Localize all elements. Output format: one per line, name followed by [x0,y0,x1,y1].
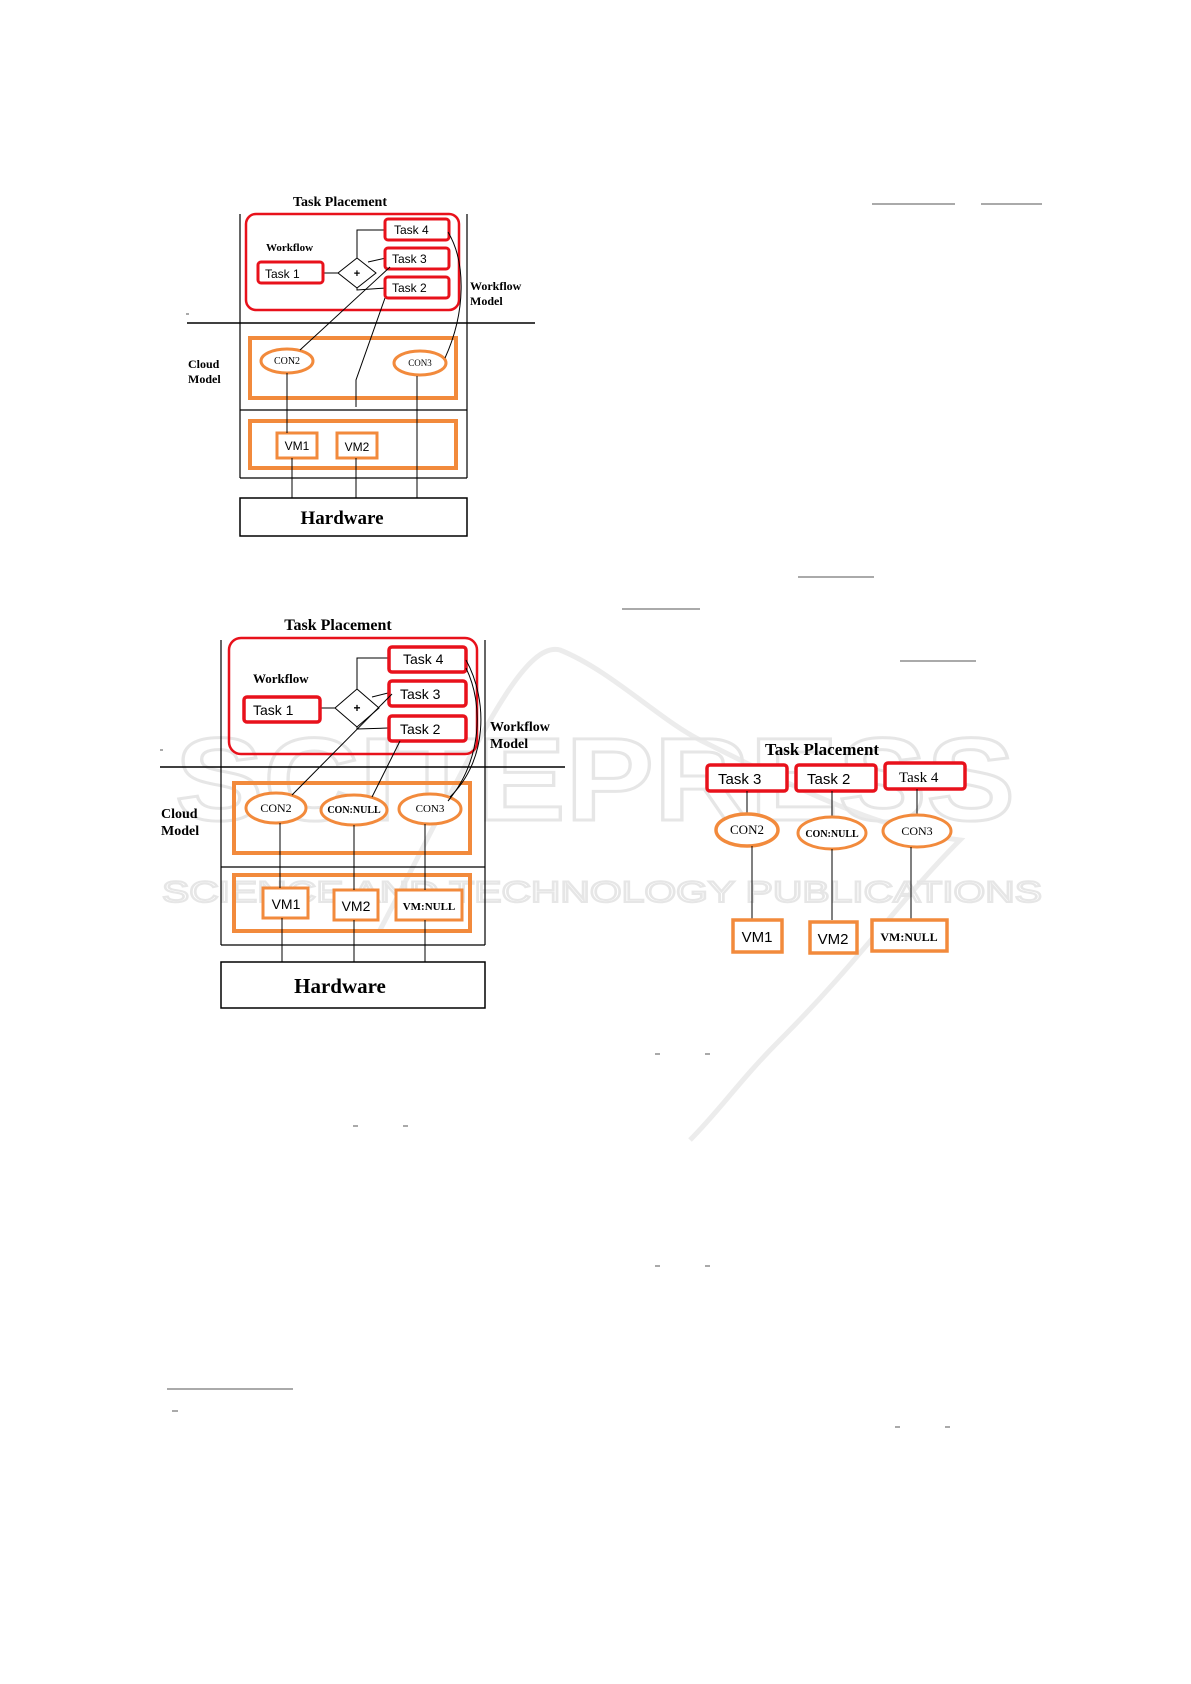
underline-marks [160,203,1042,1428]
task-4-label: Task 4 [403,651,444,667]
task-4-box [387,645,468,674]
task-1-box [242,695,322,724]
con3-ellipse [881,813,953,849]
task-3-label: Task 3 [400,686,441,702]
con2-label: CON2 [730,822,764,837]
task-1-label: Task 1 [265,267,300,281]
vm1-label: VM1 [272,896,301,912]
figure-3: Task Placement Task 3 Task 2 Task 4 CON2… [705,740,967,955]
task-4-box [383,217,451,242]
vm1-box [261,886,310,920]
hardware-label: Hardware [294,974,386,998]
task-3-label: Task 3 [718,771,761,788]
vm-null-box [870,918,949,953]
con3-ellipse [397,792,463,826]
hardware-box [239,497,468,537]
task-2-box [387,714,468,743]
vm1-label: VM1 [285,439,310,453]
parallel-gateway [337,257,377,289]
container-layer [248,336,458,400]
task-4-label: Task 4 [899,770,939,786]
con2-ellipse [714,812,780,848]
hardware-box [220,961,486,1009]
workflow-model-label: Workflow Model [490,720,553,752]
task-2-box [794,763,878,793]
vm2-box [808,920,859,955]
task-2-label: Task 2 [392,281,427,295]
vm2-label: VM2 [818,931,849,948]
figure-1: Task Placement Workflow + Task 1 Task 4 … [187,195,535,537]
con3-label: CON3 [408,358,432,368]
gateway-symbol: + [353,701,360,715]
vm2-label: VM2 [345,440,370,454]
task-1-label: Task 1 [253,702,294,718]
task-1-box [256,260,325,285]
figure-2: Task Placement Workflow + Task 1 Task 4 … [160,617,565,1009]
con3-label: CON3 [416,803,445,815]
figure-3-title: Task Placement [765,740,879,759]
parallel-gateway [334,688,380,728]
vm-null-label: VM:NULL [880,930,937,944]
figure-1-title: Task Placement [293,195,387,210]
cloud-model-label: Cloud Model [161,807,201,839]
vm-layer [232,873,472,933]
task-4-label: Task 4 [394,223,429,237]
vm-null-box [394,888,464,922]
vm1-box [275,431,319,460]
con2-label: CON2 [260,801,291,815]
vm1-box [731,918,784,954]
task-2-label: Task 2 [807,771,850,788]
workflow-container [227,636,479,756]
workflow-label: Workflow [253,671,309,686]
vm1-label: VM1 [742,929,773,946]
con2-ellipse [244,791,308,825]
vm2-box [335,431,379,460]
workflow-label: Workflow [266,242,313,254]
vm-layer [248,419,458,470]
cloud-model-label: Cloud Model [188,357,222,386]
con-null-label: CON:NULL [327,805,381,816]
workflow-model-label: Workflow Model [470,279,524,308]
figure-2-title: Task Placement [284,617,392,634]
task-3-box [387,679,468,708]
task-3-label: Task 3 [392,252,427,266]
task-2-box [383,275,451,300]
con-null-label: CON:NULL [805,829,859,840]
container-layer [232,781,472,855]
con3-ellipse [392,349,448,377]
task-2-label: Task 2 [400,721,441,737]
vm2-box [332,888,380,922]
vm-null-label: VM:NULL [403,901,456,913]
gateway-symbol: + [354,268,360,280]
vm2-label: VM2 [342,898,371,914]
con3-label: CON3 [901,824,932,838]
task-3-box [383,246,451,271]
hardware-label: Hardware [300,508,383,529]
task-4-box [883,761,967,791]
con2-label: CON2 [274,356,300,367]
